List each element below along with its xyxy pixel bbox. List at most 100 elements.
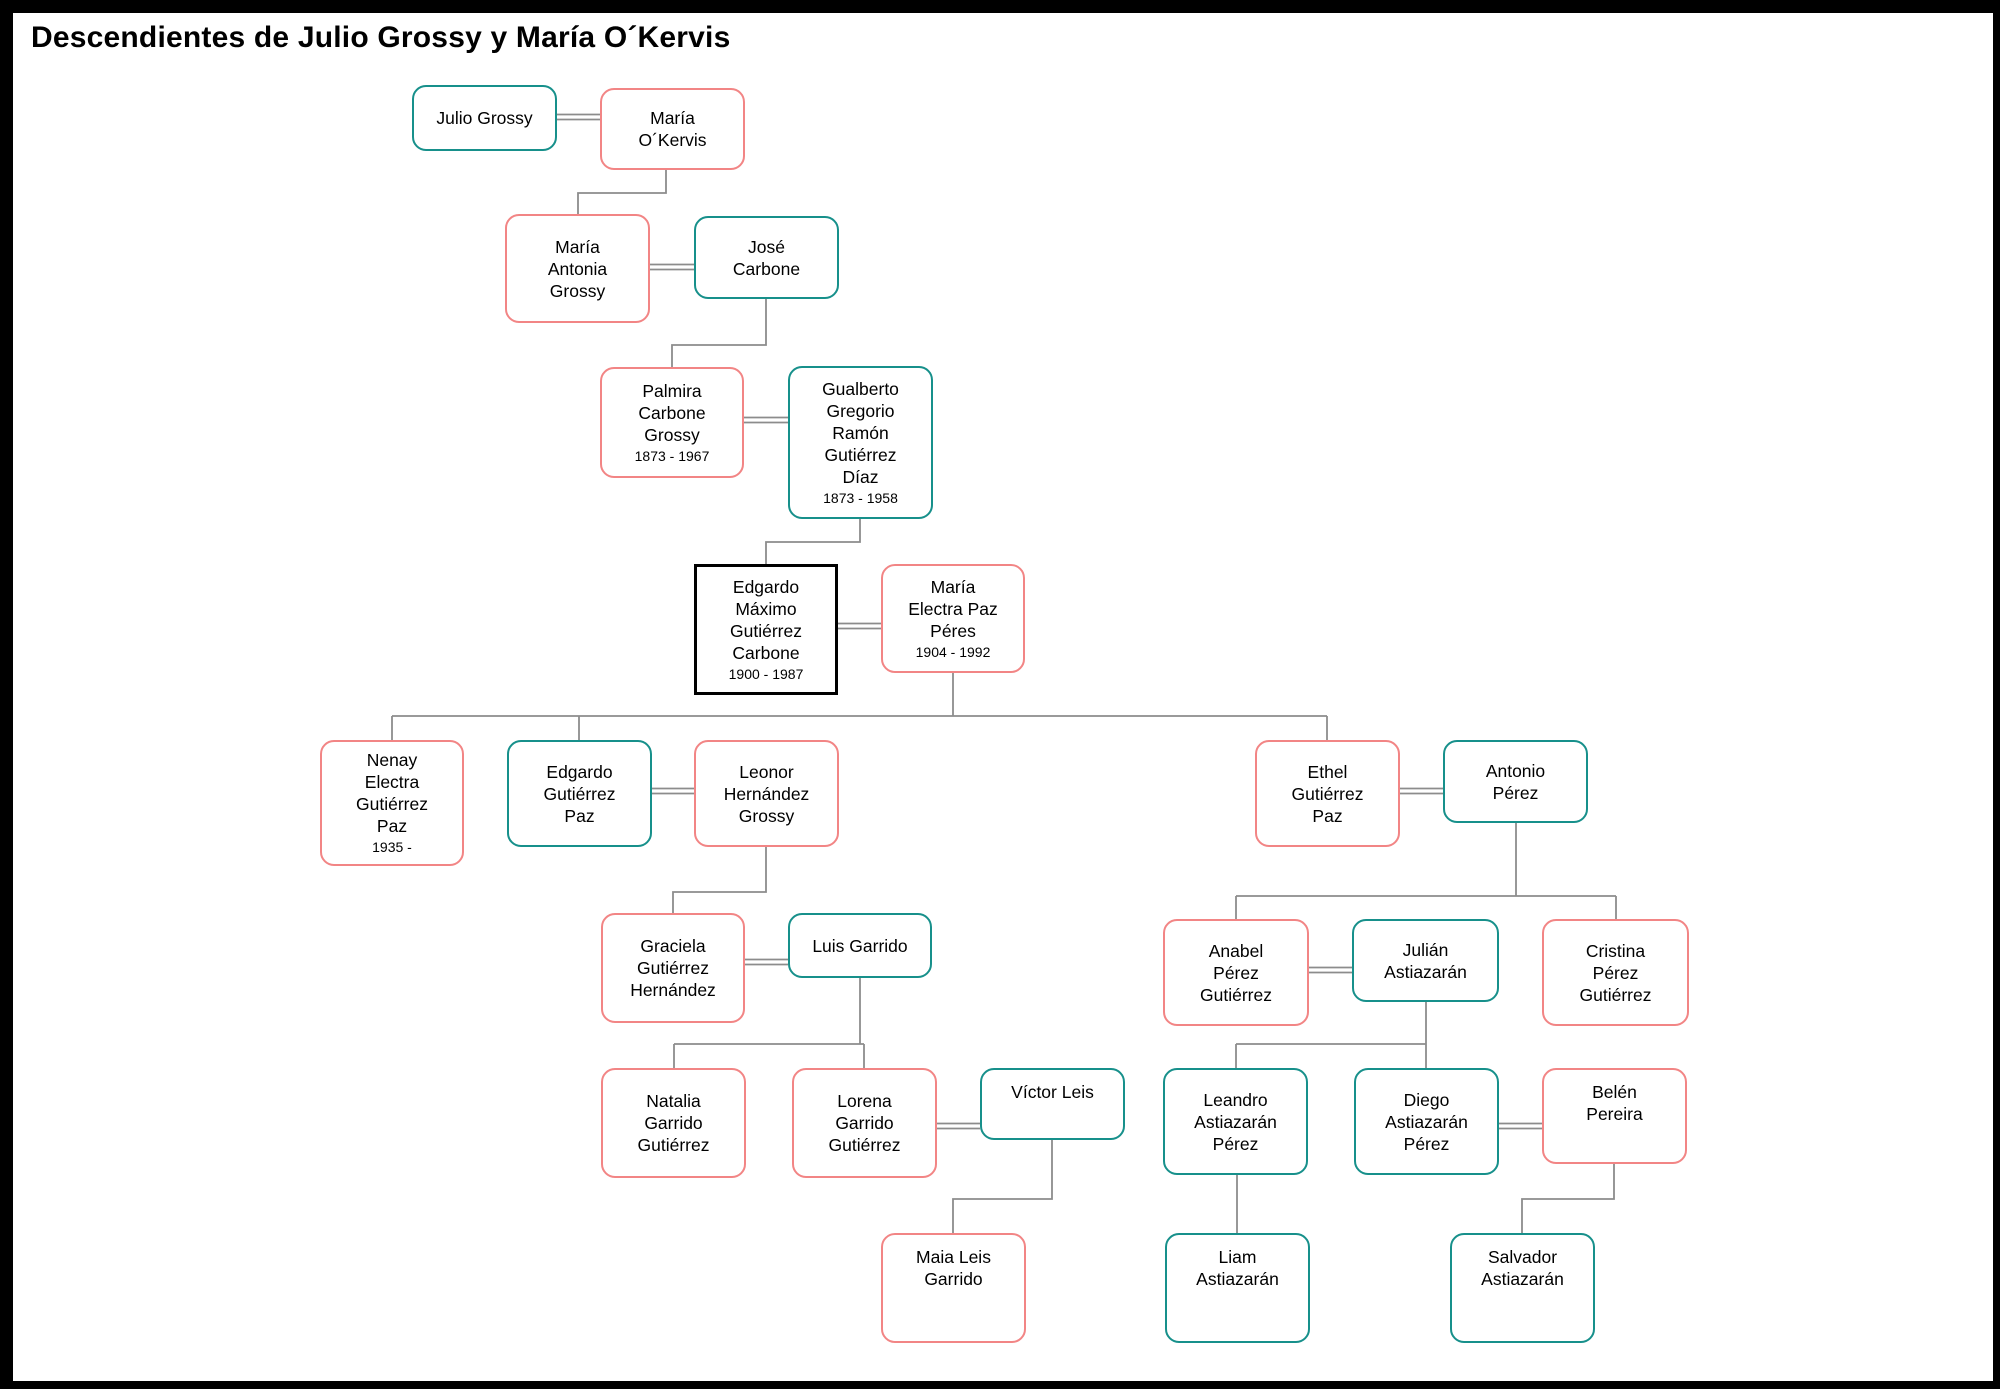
person-name-line: Belén — [1592, 1082, 1637, 1102]
person-name-line: Astiazarán — [1194, 1111, 1277, 1132]
person-name-line: Hernández — [723, 783, 810, 804]
person-name-line: Astiazarán — [1385, 1111, 1468, 1132]
person-name-line: Luis Garrido — [812, 935, 908, 956]
person-name-line: Garrido — [835, 1113, 894, 1133]
person-name-line: Gualberto — [822, 378, 899, 399]
person-name-line: Garrido — [924, 1269, 983, 1289]
person-name-line: Electra — [364, 772, 420, 792]
person-name-line: Pérez — [1212, 1133, 1259, 1154]
person-name-line: Ethel — [1307, 761, 1348, 782]
person-name-line: Garrido — [644, 1113, 703, 1133]
person-name-line: Paz — [1312, 805, 1343, 826]
person-name-line: Astiazarán — [1481, 1269, 1564, 1289]
person-name-line: Cristina — [1585, 940, 1646, 961]
person-name-line: Gutiérrez — [1291, 783, 1364, 804]
person-name-line: Paz — [564, 805, 595, 826]
connector-layer — [391, 113, 1617, 1233]
person-name-line: Gutiérrez — [637, 958, 709, 978]
descent-connector — [1521, 1164, 1615, 1233]
person-name-line: Péres — [930, 620, 976, 641]
person-name-line: Hernández — [630, 980, 716, 1000]
person-name-line: Gutiérrez — [637, 1135, 710, 1155]
person-name-line: Edgardo — [546, 761, 613, 782]
person-name-line: Pérez — [1592, 962, 1639, 983]
descent-connector — [577, 170, 667, 214]
person-name-line: Máximo — [735, 598, 797, 619]
person-name-line: Gutiérrez — [543, 783, 616, 804]
person-name-line: Astiazarán — [1196, 1269, 1279, 1289]
person-name-line: Grossy — [644, 424, 700, 445]
person-name-line: Pérez — [1492, 782, 1539, 803]
person-name-line: Liam — [1218, 1247, 1257, 1267]
person-victor-leis[interactable]: Víctor Leis — [980, 1068, 1125, 1140]
person-name-line: Gutiérrez — [356, 794, 428, 814]
person-name-line: Astiazarán — [1384, 961, 1467, 982]
descent-connector — [952, 1140, 1053, 1233]
person-name-line: María — [650, 108, 695, 128]
descent-connector — [765, 519, 861, 564]
person-name-line: Palmira — [642, 380, 702, 401]
person-name-line: Antonia — [547, 258, 608, 279]
person-name-line: Leonor — [739, 761, 794, 782]
descent-connector — [672, 847, 767, 913]
person-luis-garrido[interactable]: Luis Garrido — [788, 913, 932, 978]
person-name-line: Julio Grossy — [436, 108, 533, 128]
person-name-line: Graciela — [640, 936, 706, 956]
person-dates: 1873 - 1958 — [823, 489, 898, 506]
descent-connector — [671, 299, 767, 367]
person-name-line: Julián — [1402, 939, 1449, 960]
person-name-line: Pérez — [1213, 962, 1259, 983]
person-dates: 1873 - 1967 — [634, 447, 710, 464]
person-name-line: Carbone — [732, 642, 800, 663]
person-name-line: Ramón — [832, 422, 889, 443]
person-name-line: Leandro — [1203, 1089, 1268, 1110]
person-name-line: María — [555, 236, 600, 257]
person-name-line: Grossy — [738, 805, 795, 826]
person-name-line: Gutiérrez — [824, 444, 897, 465]
person-name-line: Paz — [376, 816, 408, 836]
person-name-line: Natalia — [646, 1091, 701, 1111]
person-julio-grossy[interactable]: Julio Grossy — [412, 85, 557, 151]
person-name-line: Antonio — [1485, 760, 1546, 781]
person-name-line: Pereira — [1586, 1104, 1643, 1124]
person-name-line: Nenay — [366, 750, 418, 770]
person-dates: 1900 - 1987 — [728, 665, 804, 682]
person-name-line: Gutiérrez — [1200, 984, 1272, 1005]
person-name-line: Díaz — [842, 466, 879, 487]
person-name-line: Salvador — [1487, 1247, 1558, 1267]
person-name-line: José — [748, 236, 785, 257]
person-name-line: Carbone — [638, 402, 706, 423]
person-name-line: María — [930, 576, 976, 597]
person-name-line: Anabel — [1208, 940, 1264, 961]
person-name-line: Diego — [1403, 1089, 1450, 1110]
person-name-line: Lorena — [837, 1091, 892, 1111]
person-name-line: Maia Leis — [916, 1247, 991, 1267]
person-dates: 1904 - 1992 — [915, 643, 991, 660]
person-name-line: Gutiérrez — [1579, 984, 1652, 1005]
